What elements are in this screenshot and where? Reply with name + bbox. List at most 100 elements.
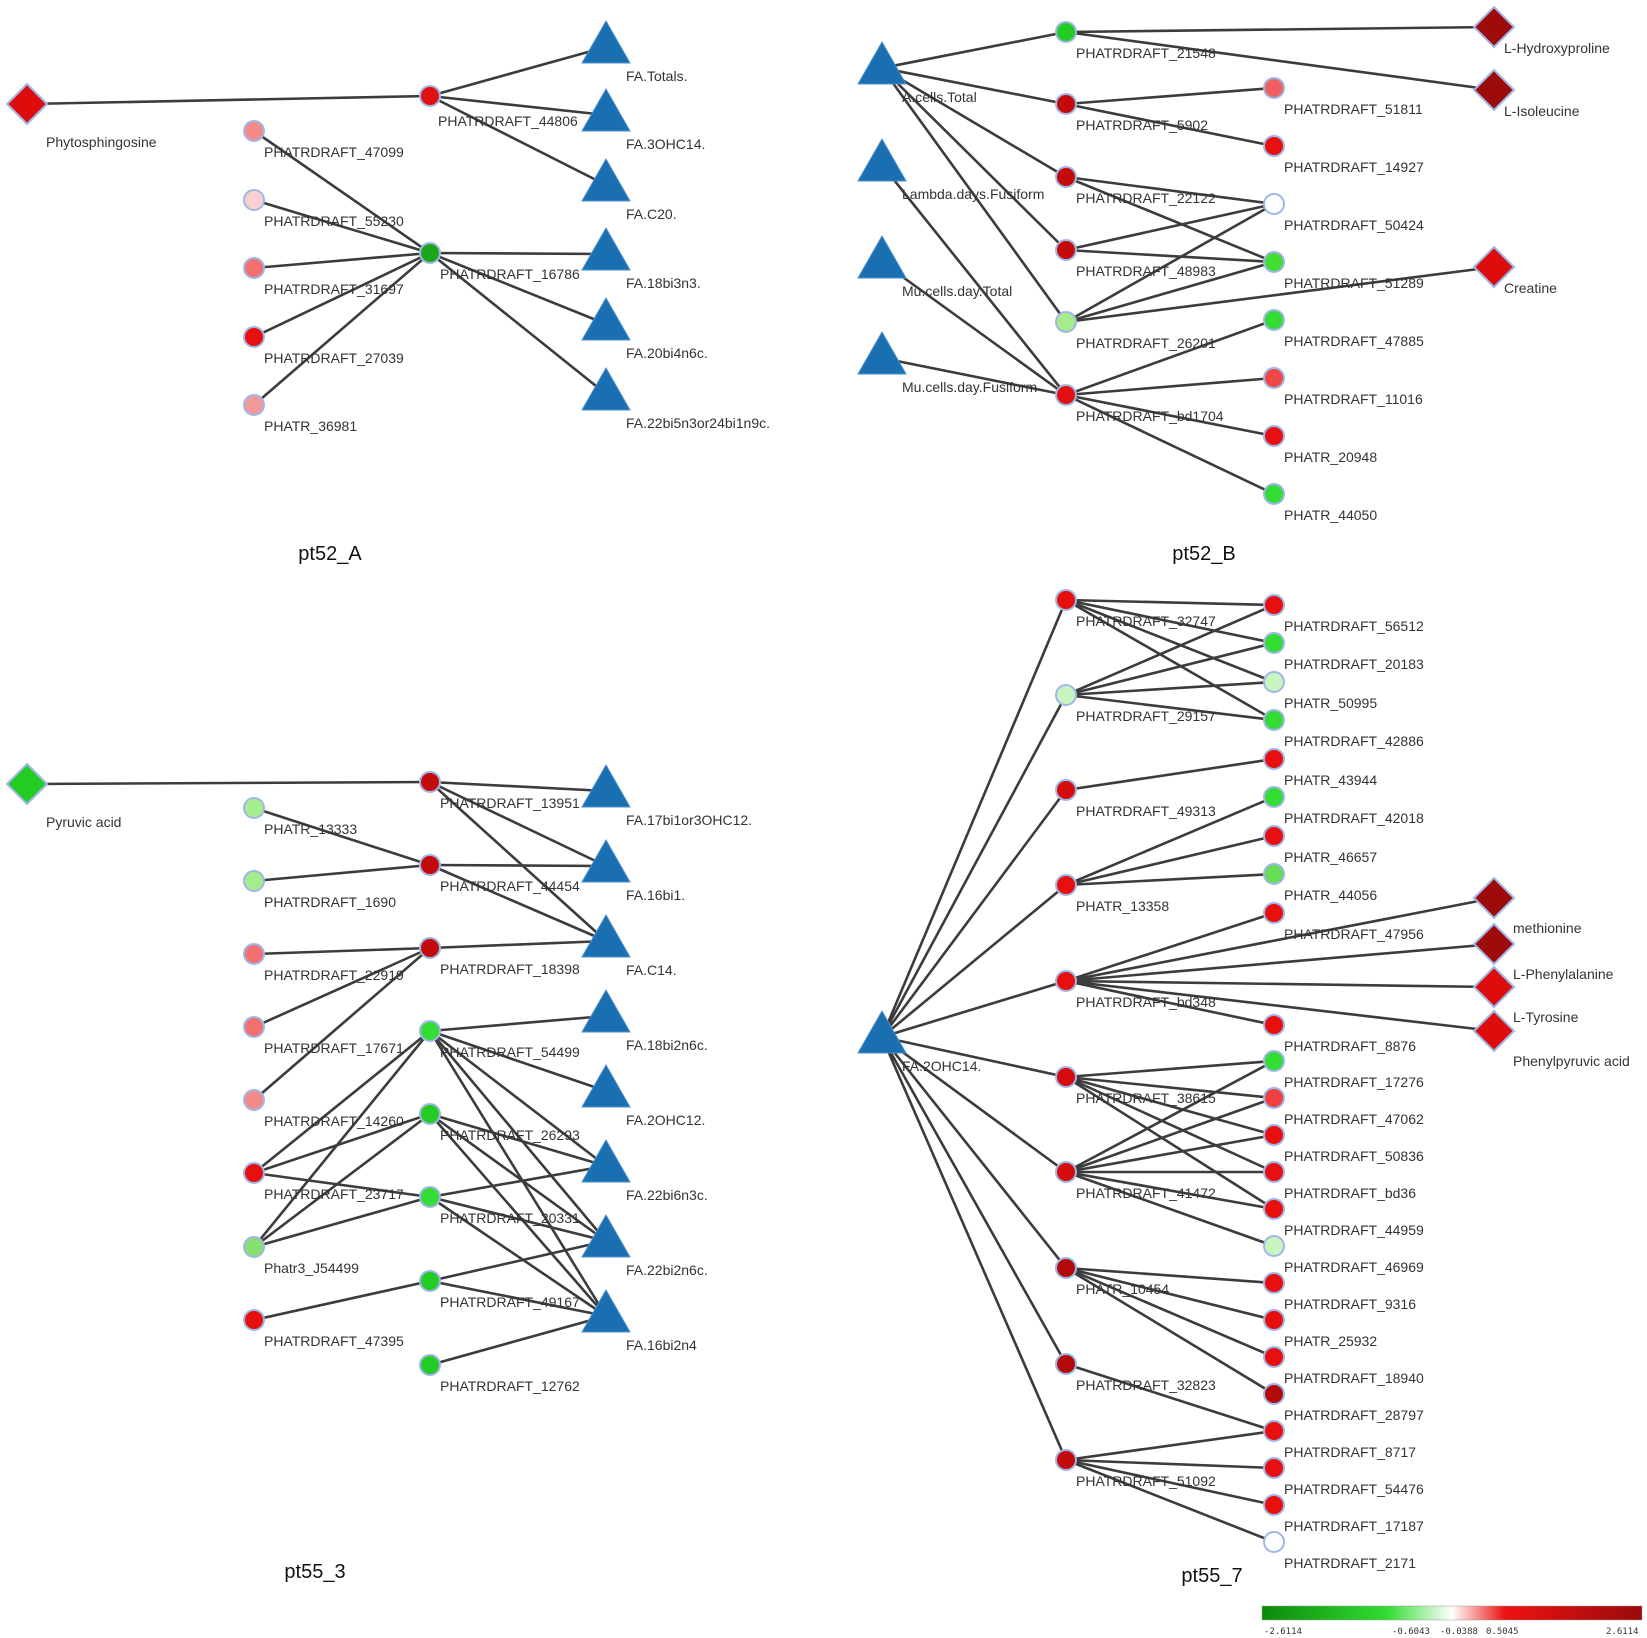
- node-circle-phatrdraft-47885[interactable]: [1263, 309, 1285, 331]
- node-diamond-l-hydroxyproline[interactable]: [1472, 5, 1516, 49]
- node-circle-phatrdraft-42886[interactable]: [1263, 709, 1285, 731]
- node-circle-phatrdraft-55230[interactable]: [243, 189, 265, 211]
- node-circle-phatr-46657[interactable]: [1263, 825, 1285, 847]
- node-circle-phatrdraft-51289[interactable]: [1263, 251, 1285, 273]
- node-circle-phatrdraft-17276[interactable]: [1263, 1050, 1285, 1072]
- node-diamond-pyruvic-acid[interactable]: [5, 762, 49, 806]
- node-triangle-mu-cells-day-total[interactable]: [857, 234, 907, 279]
- node-triangle-fa-22bi6n3c[interactable]: [581, 1138, 631, 1183]
- node-triangle-fa-16bi2n4[interactable]: [581, 1288, 631, 1333]
- node-circle-phatr-20948[interactable]: [1263, 425, 1285, 447]
- node-triangle-fa-22bi5n3or24bi1n9c[interactable]: [581, 366, 631, 411]
- node-triangle-fa-17bi1or3ohc12[interactable]: [581, 763, 631, 808]
- node-diamond-l-isoleucine[interactable]: [1472, 68, 1516, 112]
- node-circle-phatrdraft-31697[interactable]: [243, 257, 265, 279]
- node-triangle-a-cells-total[interactable]: [857, 40, 907, 85]
- node-circle-phatrdraft-46969[interactable]: [1263, 1235, 1285, 1257]
- node-circle-phatrdraft-47062[interactable]: [1263, 1087, 1285, 1109]
- node-circle-phatrdraft-51811[interactable]: [1263, 77, 1285, 99]
- node-triangle-fa-c20[interactable]: [581, 157, 631, 202]
- node-circle-phatrdraft-44806[interactable]: [419, 85, 441, 107]
- node-circle-phatrdraft-bd348[interactable]: [1055, 970, 1077, 992]
- node-circle-phatrdraft-49313[interactable]: [1055, 779, 1077, 801]
- node-triangle-fa-2ohc12[interactable]: [581, 1063, 631, 1108]
- node-circle-phatr-13333[interactable]: [243, 797, 265, 819]
- node-triangle-fa-18bi3n3[interactable]: [581, 226, 631, 271]
- node-circle-phatr-44050[interactable]: [1263, 483, 1285, 505]
- node-circle-phatr-36981[interactable]: [243, 394, 265, 416]
- node-diamond-creatine[interactable]: [1472, 245, 1516, 289]
- node-circle-phatrdraft-51092[interactable]: [1055, 1449, 1077, 1471]
- node-circle-phatrdraft-48983[interactable]: [1055, 239, 1077, 261]
- node-circle-phatrdraft-32823[interactable]: [1055, 1353, 1077, 1375]
- node-triangle-fa-2ohc14[interactable]: [857, 1009, 907, 1054]
- node-circle-phatrdraft-49167[interactable]: [419, 1270, 441, 1292]
- node-circle-phatrdraft-38615[interactable]: [1055, 1066, 1077, 1088]
- node-circle-phatrdraft-50836[interactable]: [1263, 1124, 1285, 1146]
- node-circle-phatrdraft-18398[interactable]: [419, 937, 441, 959]
- node-triangle-mu-cells-day-fusiform[interactable]: [857, 330, 907, 375]
- node-circle-phatrdraft-5902[interactable]: [1055, 93, 1077, 115]
- node-circle-phatrdraft-28797[interactable]: [1263, 1383, 1285, 1405]
- node-circle-phatrdraft-14260[interactable]: [243, 1089, 265, 1111]
- node-circle-phatrdraft-29157[interactable]: [1055, 684, 1077, 706]
- node-circle-phatrdraft-bd1704[interactable]: [1055, 384, 1077, 406]
- node-circle-phatrdraft-12762[interactable]: [419, 1354, 441, 1376]
- node-circle-phatrdraft-11016[interactable]: [1263, 367, 1285, 389]
- node-circle-phatrdraft-2171[interactable]: [1263, 1531, 1285, 1553]
- node-circle-phatrdraft-16786[interactable]: [419, 242, 441, 264]
- node-circle-phatr-50995[interactable]: [1263, 671, 1285, 693]
- node-circle-phatrdraft-14927[interactable]: [1263, 135, 1285, 157]
- node-circle-phatrdraft-54499[interactable]: [419, 1020, 441, 1042]
- node-circle-phatrdraft-42018[interactable]: [1263, 786, 1285, 808]
- node-circle-phatrdraft-13951[interactable]: [419, 771, 441, 793]
- node-circle-phatrdraft-9316[interactable]: [1263, 1272, 1285, 1294]
- node-circle-phatrdraft-50424[interactable]: [1263, 193, 1285, 215]
- node-circle-phatrdraft-47956[interactable]: [1263, 902, 1285, 924]
- node-circle-phatrdraft-26201[interactable]: [1055, 311, 1077, 333]
- node-diamond-methionine[interactable]: [1472, 876, 1516, 920]
- node-circle-phatrdraft-27039[interactable]: [243, 326, 265, 348]
- node-circle-phatrdraft-22122[interactable]: [1055, 166, 1077, 188]
- node-circle-phatrdraft-41472[interactable]: [1055, 1161, 1077, 1183]
- edge-phatrdraft-48983-to-phatrdraft-51289: [1065, 248, 1275, 264]
- node-circle-phatrdraft-18940[interactable]: [1263, 1346, 1285, 1368]
- node-circle-phatrdraft-8876[interactable]: [1263, 1014, 1285, 1036]
- node-circle-phatrdraft-44959[interactable]: [1263, 1198, 1285, 1220]
- node-circle-phatrdraft-54476[interactable]: [1263, 1457, 1285, 1479]
- node-triangle-fa-20bi4n6c[interactable]: [581, 296, 631, 341]
- node-circle-phatrdraft-21548[interactable]: [1055, 21, 1077, 43]
- node-diamond-phytosphingosine[interactable]: [5, 82, 49, 126]
- node-circle-phatrdraft-23717[interactable]: [243, 1162, 265, 1184]
- node-circle-phatrdraft-20183[interactable]: [1263, 632, 1285, 654]
- node-circle-phatrdraft-8717[interactable]: [1263, 1420, 1285, 1442]
- node-circle-phatr-25932[interactable]: [1263, 1309, 1285, 1331]
- node-triangle-lambda-days-fusiform[interactable]: [857, 137, 907, 182]
- node-circle-phatr-13358[interactable]: [1055, 874, 1077, 896]
- node-triangle-fa-c14[interactable]: [581, 913, 631, 958]
- node-diamond-phenylpyruvic-acid[interactable]: [1472, 1009, 1516, 1053]
- node-circle-phatr-43944[interactable]: [1263, 748, 1285, 770]
- node-triangle-fa-totals[interactable]: [581, 19, 631, 64]
- node-diamond-l-tyrosine[interactable]: [1472, 965, 1516, 1009]
- node-circle-phatr-10454[interactable]: [1055, 1257, 1077, 1279]
- node-circle-phatrdraft-bd36[interactable]: [1263, 1161, 1285, 1183]
- node-circle-phatrdraft-1690[interactable]: [243, 870, 265, 892]
- node-circle-phatrdraft-32747[interactable]: [1055, 589, 1077, 611]
- node-circle-phatrdraft-20331[interactable]: [419, 1186, 441, 1208]
- node-circle-phatrdraft-56512[interactable]: [1263, 594, 1285, 616]
- node-circle-phatrdraft-47395[interactable]: [243, 1309, 265, 1331]
- node-circle-phatr-44056[interactable]: [1263, 863, 1285, 885]
- node-triangle-fa-16bi1[interactable]: [581, 838, 631, 883]
- node-circle-phatrdraft-26293[interactable]: [419, 1103, 441, 1125]
- node-triangle-fa-3ohc14[interactable]: [581, 87, 631, 132]
- node-diamond-l-phenylalanine[interactable]: [1472, 922, 1516, 966]
- node-triangle-fa-22bi2n6c[interactable]: [581, 1213, 631, 1258]
- node-triangle-fa-18bi2n6c[interactable]: [581, 988, 631, 1033]
- node-circle-phatrdraft-44454[interactable]: [419, 854, 441, 876]
- node-circle-phatr3-j54499[interactable]: [243, 1236, 265, 1258]
- node-circle-phatrdraft-17671[interactable]: [243, 1016, 265, 1038]
- node-circle-phatrdraft-17187[interactable]: [1263, 1494, 1285, 1516]
- node-circle-phatrdraft-47099[interactable]: [243, 120, 265, 142]
- node-circle-phatrdraft-22919[interactable]: [243, 943, 265, 965]
